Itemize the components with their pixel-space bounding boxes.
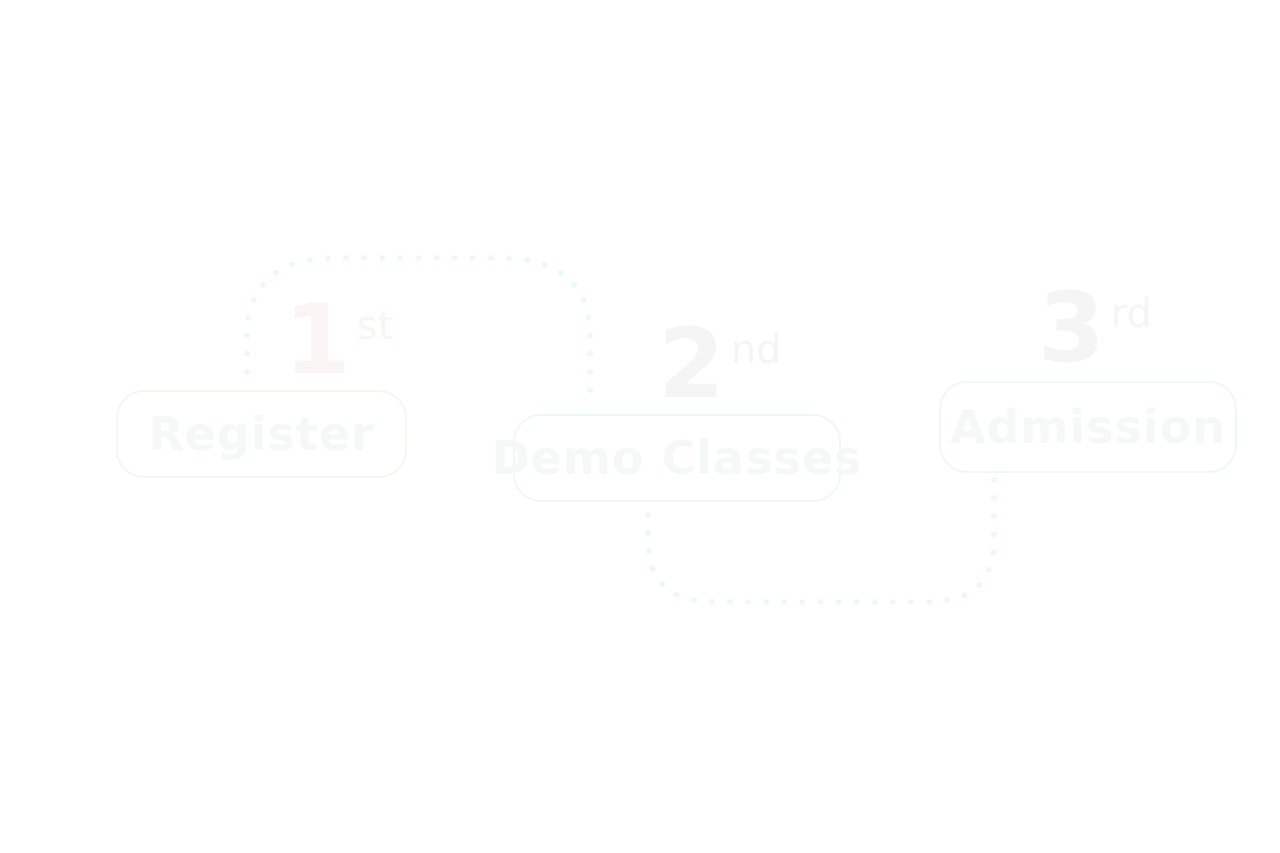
step-2-box-demo-classes[interactable]: Demo Classes [492,414,861,502]
step-3-label: Admission [949,400,1227,454]
step-2-suffix: nd [730,327,782,373]
connector-top-dotted [244,255,593,398]
step-1-box-register[interactable]: Register [116,390,407,478]
step-1-number: 1 st [284,292,393,388]
step-3-suffix: rd [1110,291,1152,337]
step-3-box-admission[interactable]: Admission [939,381,1237,473]
step-3-number: 3 rd [1038,280,1152,376]
step-3-digit: 3 [1038,272,1105,384]
step-1-label: Register [148,407,375,461]
step-2-label: Demo Classes [491,431,863,485]
connector-bottom-dotted [645,472,997,605]
step-2-number: 2 nd [658,316,782,412]
step-1-suffix: st [356,303,394,349]
step-2-digit: 2 [658,308,725,420]
step-1-digit: 1 [284,284,351,396]
